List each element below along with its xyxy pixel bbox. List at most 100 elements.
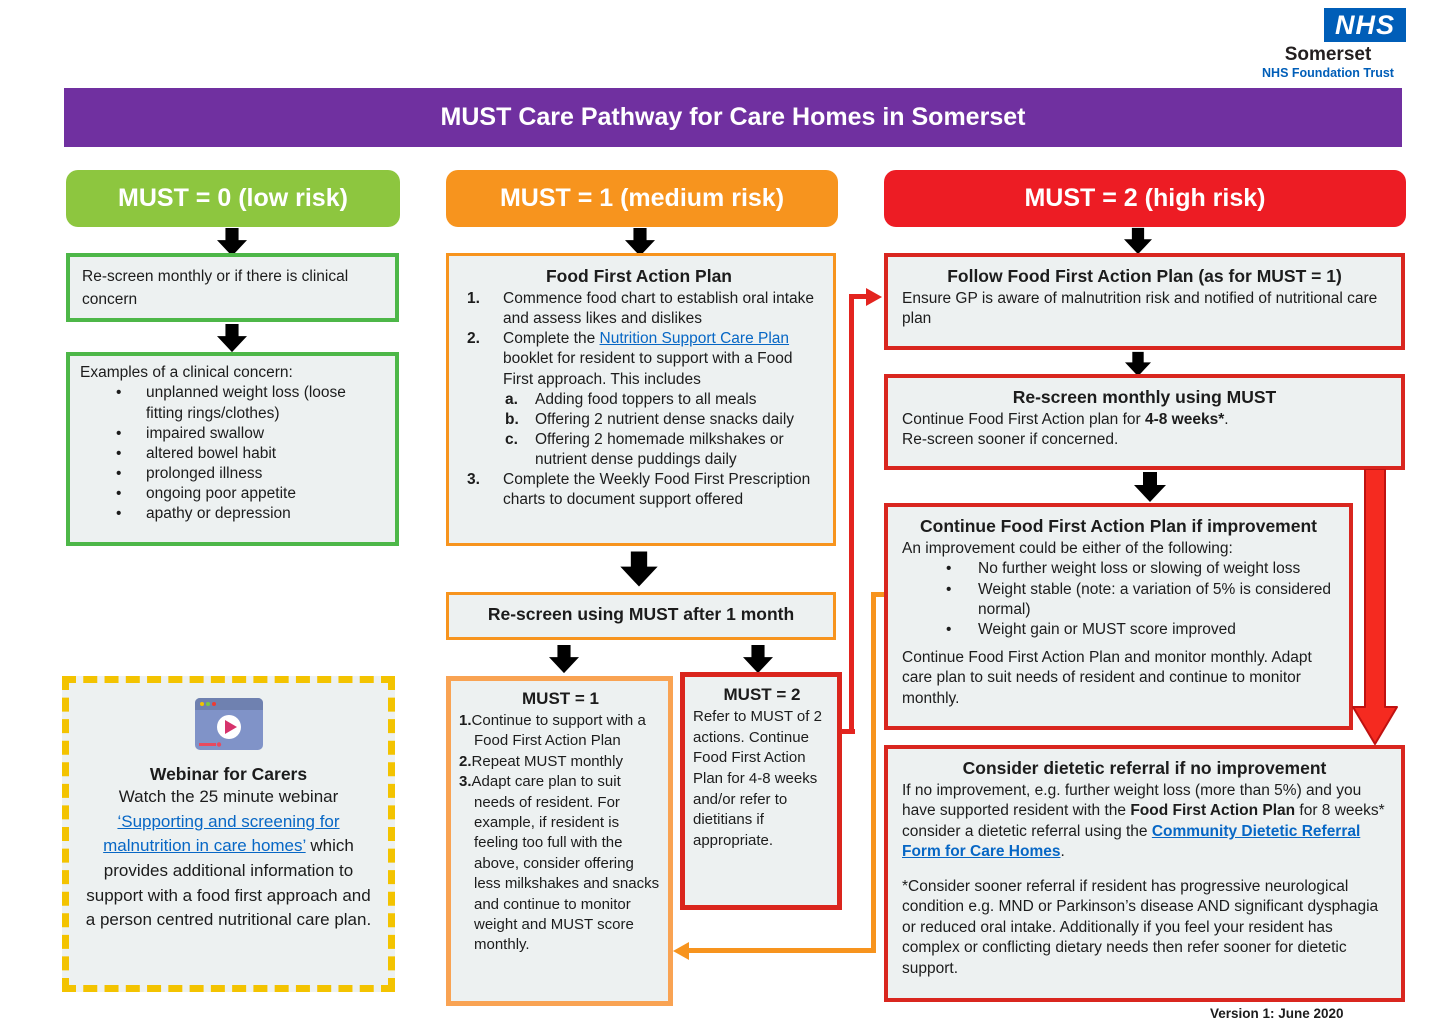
text-segment: . <box>1060 843 1065 861</box>
webinar-for-carers-box: Webinar for Carers Watch the 25 minute w… <box>62 676 395 992</box>
list-item: •ongoing poor appetite <box>116 484 385 504</box>
down-arrow-icon <box>546 644 582 674</box>
clinical-concern-examples-box: Examples of a clinical concern: •unplann… <box>66 352 399 546</box>
improvement-intro: An improvement could be either of the fo… <box>902 540 1233 557</box>
webinar-outro: which provides additional information to… <box>85 836 372 930</box>
dietetic-referral-text: If no improvement, e.g. further weight l… <box>902 781 1387 863</box>
nhs-logo-icon: NHS <box>1324 8 1406 42</box>
must-1-outcome-title: MUST = 1 <box>522 689 599 708</box>
list-item-text: Offering 2 nutrient dense snacks daily <box>535 410 795 428</box>
list-item: 1. Commence food chart to establish oral… <box>461 289 817 329</box>
webinar-text: Watch the 25 minute webinar ‘Supporting … <box>69 785 388 933</box>
rescreen-monthly-must-text: Continue Food First Action plan for 4-8 … <box>902 410 1387 451</box>
title-banner: MUST Care Pathway for Care Homes in Some… <box>64 88 1402 147</box>
text-segment: Re-screen sooner if concerned. <box>902 431 1119 449</box>
down-arrow-icon <box>1130 471 1170 503</box>
page-title: MUST Care Pathway for Care Homes in Some… <box>440 103 1026 131</box>
continue-if-improvement-box: Continue Food First Action Plan if impro… <box>884 503 1353 730</box>
list-item-text: Weight stable (note: a variation of 5% i… <box>978 580 1331 618</box>
nutrition-support-care-plan-link[interactable]: Nutrition Support Care Plan <box>599 330 790 348</box>
list-item: •unplanned weight loss (loose fitting ri… <box>116 383 385 423</box>
must-2-outcome-text: Refer to MUST of 2 actions. Continue Foo… <box>693 708 822 850</box>
webinar-intro: Watch the 25 minute webinar <box>118 787 339 806</box>
connector-orange-vertical <box>871 592 876 953</box>
connector-orange-horizontal <box>871 592 884 597</box>
text-segment: Complete the <box>503 330 600 348</box>
list-item: 3.Adapt care plan to suit needs of resid… <box>459 772 662 956</box>
list-item-text: Complete the Nutrition Support Care Plan… <box>503 329 817 389</box>
list-item-text: prolonged illness <box>146 465 263 483</box>
list-item-text: Weight gain or MUST score improved <box>978 620 1236 638</box>
list-item: 3. Complete the Weekly Food First Prescr… <box>461 470 817 510</box>
dietetic-referral-note: *Consider sooner referral if resident ha… <box>902 877 1379 977</box>
list-item-text: Complete the Weekly Food First Prescript… <box>503 471 811 509</box>
header-must-2-high-risk: MUST = 2 (high risk) <box>884 170 1406 227</box>
down-arrow-icon <box>214 323 250 353</box>
list-item: 2.Repeat MUST monthly <box>459 752 662 772</box>
number-marker: 3. <box>467 471 480 489</box>
letter-marker: a. <box>505 390 518 408</box>
follow-food-first-text: Ensure GP is aware of malnutrition risk … <box>902 290 1378 328</box>
connector-red-horizontal <box>841 729 855 734</box>
header-must-1-medium-risk: MUST = 1 (medium risk) <box>446 170 838 227</box>
list-item: • Weight gain or MUST score improved <box>946 620 1335 640</box>
rescreen-after-1-month-box: Re-screen using MUST after 1 month <box>446 592 836 640</box>
header-label: MUST = 1 (medium risk) <box>499 184 785 212</box>
continue-if-improvement-title: Continue Food First Action Plan if impro… <box>920 516 1317 536</box>
connector-red-vertical <box>849 294 854 734</box>
number-marker: 3. <box>459 773 472 791</box>
left-arrowhead-icon <box>673 942 689 960</box>
header-must-0-low-risk: MUST = 0 (low risk) <box>66 170 400 227</box>
list-item-text: apathy or depression <box>146 505 291 523</box>
connector-orange-horizontal <box>688 948 876 953</box>
letter-marker: c. <box>505 430 518 448</box>
list-item: • apathy or depression <box>116 504 385 524</box>
food-first-action-plan-title: Food First Action Plan <box>545 266 732 286</box>
dietetic-referral-title: Consider dietetic referral if no improve… <box>962 758 1327 778</box>
list-item: •prolonged illness <box>116 464 385 484</box>
improvement-outro: Continue Food First Action Plan and moni… <box>902 649 1312 707</box>
header-label: MUST = 2 (high risk) <box>1024 184 1266 212</box>
right-arrowhead-icon <box>866 288 882 306</box>
list-item: c. Offering 2 homemade milkshakes or nutr… <box>505 430 823 470</box>
down-arrow-icon <box>1120 227 1156 255</box>
down-arrow-icon <box>1352 469 1398 745</box>
bullet-marker: • <box>116 485 122 503</box>
list-item: b. Offering 2 nutrient dense snacks daily <box>505 410 823 430</box>
list-item: a. Adding food toppers to all meals <box>505 390 823 410</box>
list-item: •No further weight loss or slowing of we… <box>946 559 1335 579</box>
bullet-marker: • <box>946 620 952 638</box>
bullet-marker: • <box>116 505 122 523</box>
logo-organisation: Somerset <box>1284 44 1372 65</box>
list-item-text: impaired swallow <box>146 424 265 442</box>
rescreen-monthly-box: Re-screen monthly or if there is clinica… <box>66 253 399 322</box>
community-dietetic-referral-form-link[interactable]: Community Dietetic Referral Form for Car… <box>902 822 1361 861</box>
examples-title: Examples of a clinical concern: <box>80 364 293 381</box>
list-item-text: Continue to support with a Food First Ac… <box>471 712 646 750</box>
logo-trust: NHS Foundation Trust <box>1262 65 1394 80</box>
must-1-outcome-box: MUST = 1 1.Continue to support with a Fo… <box>446 676 673 1006</box>
list-item-text: Adapt care plan to suit needs of residen… <box>471 773 660 954</box>
letter-marker: b. <box>505 410 519 428</box>
connector-red-horizontal <box>849 294 866 299</box>
number-marker: 2. <box>467 330 480 348</box>
rescreen-monthly-must-title: Re-screen monthly using MUST <box>1012 387 1277 407</box>
number-marker: 2. <box>459 752 472 770</box>
list-item-text: Commence food chart to establish oral in… <box>503 290 815 328</box>
rescreen-monthly-must-box: Re-screen monthly using MUST Continue Fo… <box>884 374 1405 470</box>
list-item-text: No further weight loss or slowing of wei… <box>978 560 1301 578</box>
bullet-marker: • <box>946 580 952 598</box>
food-first-action-plan-box: Food First Action Plan 1. Commence food … <box>446 253 836 546</box>
text-segment: If no improvement, e.g. further weight l… <box>902 782 1362 820</box>
list-item-text: Repeat MUST monthly <box>471 752 623 770</box>
follow-food-first-box: Follow Food First Action Plan (as for MU… <box>884 253 1405 350</box>
list-item-text: altered bowel habit <box>146 444 277 462</box>
text-segment: booklet for resident to support with a F… <box>503 350 793 388</box>
list-item: • Weight stable (note: a variation of 5% … <box>946 580 1335 620</box>
bold-text-segment: Food First Action Plan <box>1130 802 1296 820</box>
list-item: •altered bowel habit <box>116 444 385 464</box>
list-item: •impaired swallow <box>116 424 385 444</box>
list-item-text: Adding food toppers to all meals <box>535 390 757 408</box>
list-item-text: Offering 2 homemade milkshakes or nutrie… <box>535 430 784 469</box>
webinar-link[interactable]: ‘Supporting and screening for malnutriti… <box>103 811 340 856</box>
